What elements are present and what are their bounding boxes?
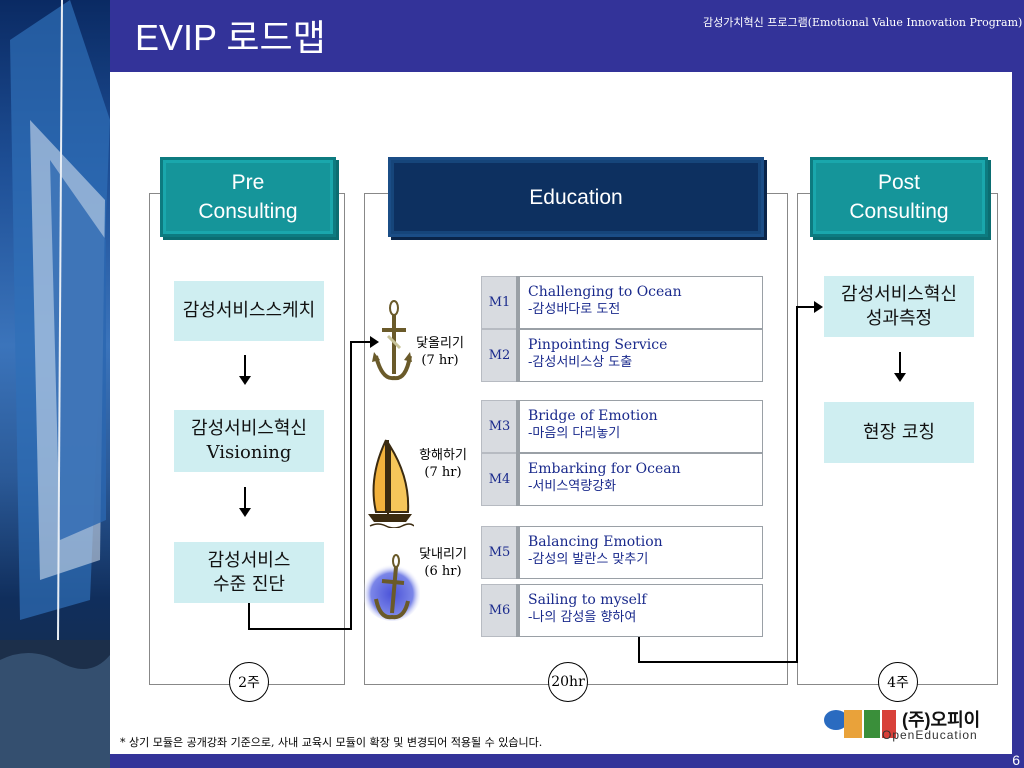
page-subtitle: 감성가치혁신 프로그램(Emotional Value Innovation P… <box>703 16 1023 29</box>
module-subtitle: -서비스역량강화 <box>528 479 617 494</box>
module-m5: Balancing Emotion -감성의 발란스 맞추기 <box>516 526 763 579</box>
sailboat-label: 항해하기 (7 hr) <box>419 448 467 480</box>
duration-pre: 2주 <box>229 662 269 702</box>
connector-edu-horizontal <box>638 661 798 663</box>
arrow-down-3 <box>894 352 906 382</box>
anchor-up-label: 닻올리기 (7 hr) <box>416 336 464 368</box>
arrowhead-right-1 <box>370 336 379 348</box>
post-step-measurement: 감성서비스혁신 성과측정 <box>824 276 974 337</box>
module-code-m6: M6 <box>481 584 518 637</box>
arrow-down-2 <box>239 487 251 517</box>
module-m4: Embarking for Ocean -서비스역량강화 <box>516 453 763 506</box>
post-step-coaching: 현장 코칭 <box>824 402 974 463</box>
connector-pre-down <box>248 603 250 630</box>
module-title: Embarking for Ocean <box>528 461 681 477</box>
phase-pre-consulting: Pre Consulting <box>160 157 336 237</box>
module-title: Bridge of Emotion <box>528 408 658 424</box>
connector-pre-vertical <box>350 341 352 630</box>
phase-education: Education <box>388 157 764 237</box>
pre-step-sketch: 감성서비스스케치 <box>174 281 324 341</box>
phase-post-consulting: Post Consulting <box>810 157 988 237</box>
logo-korean: (주)오피이 <box>902 710 981 730</box>
module-m3: Bridge of Emotion -마음의 다리놓기 <box>516 400 763 453</box>
right-border-bar <box>1012 72 1024 754</box>
module-code-m5: M5 <box>481 526 518 579</box>
module-subtitle: -마음의 다리놓기 <box>528 426 621 441</box>
openedu-logo-mark-icon <box>824 710 896 738</box>
footer-bar <box>110 754 1024 768</box>
logo-english: OpenEducation <box>882 728 978 742</box>
module-subtitle: -감성서비스상 도출 <box>528 355 633 370</box>
header-bar <box>110 0 1024 72</box>
page-title: EVIP 로드맵 <box>135 17 326 58</box>
pre-step-visioning: 감성서비스혁신 Visioning <box>174 410 324 472</box>
module-subtitle: -감성의 발란스 맞추기 <box>528 552 649 567</box>
connector-to-education <box>350 341 372 343</box>
footnote: * 상기 모듈은 공개강좌 기준으로, 사내 교육시 모듈이 확장 및 변경되어… <box>120 736 543 749</box>
module-title: Balancing Emotion <box>528 534 663 550</box>
pre-step-diagnosis: 감성서비스 수준 진단 <box>174 542 324 603</box>
module-m2: Pinpointing Service -감성서비스상 도출 <box>516 329 763 382</box>
connector-edu-down <box>638 637 640 663</box>
module-code-m4: M4 <box>481 453 518 506</box>
anchor-down-icon <box>362 553 422 623</box>
sailboat-icon <box>366 438 415 529</box>
module-code-m1: M1 <box>481 276 518 329</box>
connector-to-post <box>796 306 816 308</box>
module-subtitle: -감성바다로 도전 <box>528 302 621 317</box>
module-subtitle: -나의 감성을 향하여 <box>528 610 637 625</box>
anchor-down-label: 닻내리기 (6 hr) <box>419 547 467 579</box>
company-logo: (주)오피이 OpenEducation <box>822 704 1002 744</box>
duration-education: 20hr <box>548 662 588 702</box>
page-number: 6 <box>1012 752 1020 768</box>
module-code-m2: M2 <box>481 329 518 382</box>
connector-edu-vertical <box>796 306 798 663</box>
anchor-up-icon <box>372 300 412 386</box>
module-m1: Challenging to Ocean -감성바다로 도전 <box>516 276 763 329</box>
module-title: Challenging to Ocean <box>528 284 682 300</box>
arrow-down-1 <box>239 355 251 385</box>
sailboat-photo <box>0 0 110 768</box>
duration-post: 4주 <box>878 662 918 702</box>
module-m6: Sailing to myself -나의 감성을 향하여 <box>516 584 763 637</box>
connector-pre-horizontal <box>248 628 352 630</box>
arrowhead-right-2 <box>814 301 823 313</box>
module-title: Sailing to myself <box>528 592 647 608</box>
module-code-m3: M3 <box>481 400 518 453</box>
module-title: Pinpointing Service <box>528 337 668 353</box>
